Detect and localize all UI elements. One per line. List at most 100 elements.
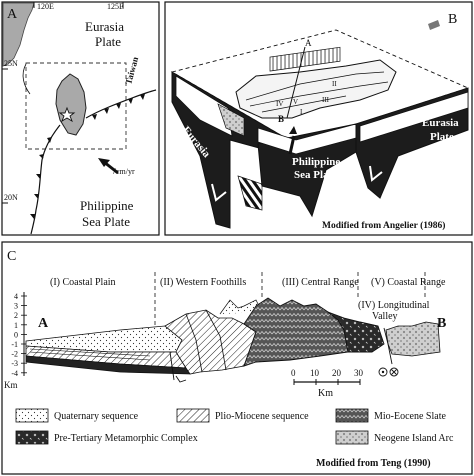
legend-swatch-plio xyxy=(176,408,210,423)
legend-plio: Plio-Miocene sequence xyxy=(215,411,309,422)
legend: Quaternary sequence Plio-Miocene sequenc… xyxy=(15,408,454,445)
philippine-slab-label-1: Philippine xyxy=(292,156,340,168)
slab-arrow-right-icon xyxy=(369,165,383,182)
scale-bar: 0 10 20 30 Km xyxy=(291,368,364,399)
zone-longitudinal-1: (IV) Longitudinal xyxy=(358,300,430,311)
panel-b: B A B I II III IV V Eurasia Plate Philip… xyxy=(164,1,473,236)
legend-swatch-mio xyxy=(335,408,369,423)
basal-fault xyxy=(169,351,175,381)
scale-label-10: 10 xyxy=(310,368,320,378)
ryukyu-trench xyxy=(85,89,157,119)
lat-20-label: 20N xyxy=(4,193,18,202)
strata-line-2 xyxy=(29,348,151,357)
lon-120-label: 120E xyxy=(37,2,54,11)
section-end-b: B xyxy=(437,316,446,331)
roman-iii: III xyxy=(322,96,330,104)
eurasia-label-line2: Plate xyxy=(95,34,121,49)
y-tick-label: 3 xyxy=(14,302,18,311)
philippine-label-line2: Sea Plate xyxy=(82,214,130,229)
roman-ii: II xyxy=(332,80,337,88)
pre-tertiary-complex xyxy=(327,311,385,353)
lat-25-label: 25N xyxy=(4,59,18,68)
relief-ridge-3 xyxy=(261,95,347,113)
y-tick-label: 4 xyxy=(14,292,18,301)
roman-v: V xyxy=(293,98,298,106)
strata-line-1 xyxy=(29,351,151,361)
into-page-cross xyxy=(391,369,397,375)
profile-end-a: A xyxy=(305,38,312,48)
ryukyu-trench-teeth xyxy=(92,94,145,120)
section-end-a: A xyxy=(38,316,49,331)
profile-end-b: B xyxy=(278,114,284,124)
coastline xyxy=(22,63,31,95)
legend-mio: Mio-Eocene Slate xyxy=(374,411,446,422)
zone-coastal-plain: (I) Coastal Plain xyxy=(50,277,116,288)
y-tick-label: -1 xyxy=(11,340,18,349)
rate-label: 7cm/yr xyxy=(112,167,135,176)
mainland-china xyxy=(2,2,35,67)
roman-i: I xyxy=(300,108,303,116)
zone-western-foothills: (II) Western Foothills xyxy=(160,277,246,288)
zone-longitudinal-2: Valley xyxy=(372,311,398,322)
panel-c-label: C xyxy=(7,249,16,264)
profile-line xyxy=(286,46,306,119)
panel-c: C (I) Coastal Plain (II) Western Foothil… xyxy=(1,241,473,475)
eurasia-slab-right-label-2: Plate xyxy=(430,131,454,143)
lon-125-label: 125E xyxy=(107,2,124,11)
y-tick-label: 0 xyxy=(14,330,18,339)
subduction-stripe xyxy=(237,175,263,211)
zone-coastal-range: (V) Coastal Range xyxy=(371,277,446,288)
relief-strip xyxy=(269,46,341,72)
eurasia-crust-right xyxy=(359,91,469,143)
panel-b-credit: Modified from Angelier (1986) xyxy=(322,220,445,231)
scale-label-20: 20 xyxy=(332,368,342,378)
legend-swatch-quaternary xyxy=(15,408,49,423)
slab-arrow-left-icon xyxy=(211,183,227,202)
relief-ridge-1 xyxy=(245,71,385,101)
legend-neogene: Neogene Island Arc xyxy=(374,433,454,444)
y-tick-label: -3 xyxy=(11,359,18,368)
y-axis-unit: Km xyxy=(4,380,18,390)
roman-iv: IV xyxy=(276,100,283,108)
zone-central-range: (III) Central Range xyxy=(282,277,359,288)
longitudinal-valley-fault xyxy=(383,327,393,365)
convergence-arrowhead-icon xyxy=(289,126,297,134)
star-icon xyxy=(58,106,76,123)
y-tick-label: 1 xyxy=(14,321,18,330)
legend-pre: Pre-Tertiary Metamorphic Complex xyxy=(54,433,198,444)
eurasia-label-line1: Eurasia xyxy=(85,19,124,34)
thrust-fault-2 xyxy=(205,309,227,371)
eurasia-crust-left xyxy=(175,75,233,137)
panel-b-label: B xyxy=(448,12,457,27)
north-marker xyxy=(428,20,440,30)
cross-section xyxy=(25,297,441,383)
thrust-fault-1 xyxy=(185,313,203,373)
legend-swatch-neogene xyxy=(335,430,369,445)
y-tick-label: -4 xyxy=(11,369,18,378)
scale-unit: Km xyxy=(318,388,333,399)
scale-label-30: 30 xyxy=(354,368,364,378)
panel-a: A 120E 125E 25N 20N Eurasia Plate Taiwan… xyxy=(1,1,160,236)
out-of-page-dot xyxy=(381,370,385,374)
philippine-label-line1: Philippine xyxy=(80,198,134,213)
scale-label-0: 0 xyxy=(291,368,296,378)
arc-front xyxy=(217,103,245,137)
basal-fault-arrow-icon xyxy=(175,375,187,383)
panel-a-label: A xyxy=(7,7,18,22)
legend-quaternary: Quaternary sequence xyxy=(54,411,139,422)
y-tick-label: 2 xyxy=(14,311,18,320)
relief-ridge-2 xyxy=(249,81,389,107)
foothills-top-cap xyxy=(219,299,263,315)
convergence-arrow xyxy=(288,135,296,155)
philippine-slab-label-2: Sea Plate xyxy=(294,169,337,181)
study-area-box xyxy=(25,62,127,150)
legend-swatch-pre xyxy=(15,430,49,445)
panel-c-credit: Modified from Teng (1990) xyxy=(316,458,431,469)
y-tick-label: -2 xyxy=(11,350,18,359)
taiwan-relief xyxy=(235,59,397,119)
neogene-island-arc xyxy=(385,321,441,357)
eurasia-slab-right-label-1: Eurasia xyxy=(422,117,459,129)
plate-motion-arrowhead-icon xyxy=(98,158,110,167)
